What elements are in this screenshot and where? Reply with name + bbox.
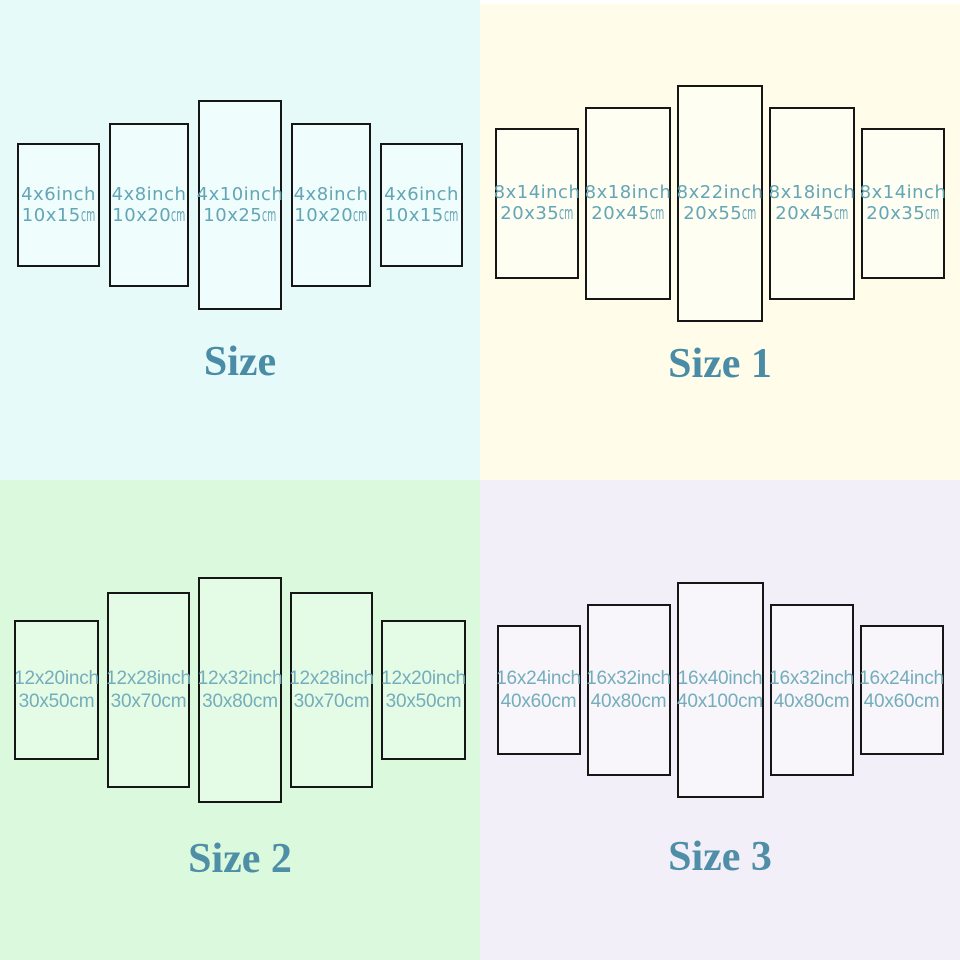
quadrant-size-1: 8x14inch 20x35cm 8x18inch 20x45cm 8x22in… xyxy=(480,0,960,480)
panel-size-inches: 12x20inch xyxy=(381,668,466,689)
panel-size-cm: 40x80cm xyxy=(590,691,667,712)
canvas-panel-2: 4x8inch 10x20cm xyxy=(109,123,189,287)
panel-size-cm: 40x60cm xyxy=(863,691,940,712)
panel-size-cm: 20x55cm xyxy=(683,203,757,224)
panel-row: 8x14inch 20x35cm 8x18inch 20x45cm 8x22in… xyxy=(480,0,960,406)
canvas-panel-3: 12x32inch 30x80cm xyxy=(197,577,283,803)
panel-size-inches: 12x28inch xyxy=(106,668,191,689)
panel-size-cm: 20x45cm xyxy=(591,203,665,224)
panel-size-inches: 4x6inch xyxy=(21,184,96,205)
canvas-panel-4: 12x28inch 30x70cm xyxy=(289,592,374,788)
quadrant-size-2: 12x20inch 30x50cm 12x28inch 30x70cm 12x3… xyxy=(0,480,480,960)
panel-size-inches: 8x22inch xyxy=(676,182,764,203)
panel-size-inches: 8x18inch xyxy=(584,182,672,203)
canvas-panel-5: 4x6inch 10x15cm xyxy=(380,143,463,267)
panel-size-cm: 40x60cm xyxy=(500,691,577,712)
quadrant-size-3: 16x24inch 40x60cm 16x32inch 40x80cm 16x4… xyxy=(480,480,960,960)
canvas-panel-5: 16x24inch 40x60cm xyxy=(859,625,944,755)
size-title: Size 2 xyxy=(188,836,292,882)
panel-size-inches: 8x18inch xyxy=(768,182,856,203)
panel-size-inches: 12x28inch xyxy=(289,668,374,689)
panel-size-cm: 10x15cm xyxy=(384,205,459,226)
size-title: Size xyxy=(203,339,277,385)
panel-size-inches: 4x10inch xyxy=(196,184,284,205)
panel-size-cm: 40x80cm xyxy=(773,691,850,712)
canvas-panel-1: 16x24inch 40x60cm xyxy=(496,625,581,755)
size-title: Size 3 xyxy=(668,834,772,880)
panel-size-inches: 12x32inch xyxy=(197,668,283,689)
quadrant-size: 4x6inch 10x15cm 4x8inch 10x20cm 4x10inch… xyxy=(0,0,480,480)
canvas-panel-3: 4x10inch 10x25cm xyxy=(196,100,284,310)
panel-size-cm: 20x45cm xyxy=(775,203,849,224)
canvas-panel-1: 12x20inch 30x50cm xyxy=(14,620,99,760)
canvas-panel-2: 12x28inch 30x70cm xyxy=(106,592,191,788)
panel-size-inches: 16x24inch xyxy=(859,668,944,689)
panel-size-cm: 30x50cm xyxy=(385,691,462,712)
panel-size-inches: 16x24inch xyxy=(496,668,581,689)
size-title: Size 1 xyxy=(668,341,772,387)
panel-size-inches: 8x14inch xyxy=(493,182,581,203)
panel-size-inches: 4x8inch xyxy=(111,184,187,205)
panel-size-inches: 16x32inch xyxy=(586,668,671,689)
canvas-panel-4: 4x8inch 10x20cm xyxy=(291,123,371,287)
panel-size-cm: 10x15cm xyxy=(21,205,96,226)
panel-size-cm: 20x35cm xyxy=(500,203,574,224)
panel-size-inches: 8x14inch xyxy=(859,182,947,203)
canvas-panel-2: 8x18inch 20x45cm xyxy=(584,106,672,300)
panel-size-inches: 12x20inch xyxy=(14,668,99,689)
canvas-panel-3: 16x40inch 40x100cm xyxy=(676,582,764,798)
panel-size-cm: 30x70cm xyxy=(293,691,370,712)
white-edge-strip xyxy=(480,0,960,4)
canvas-panel-3: 8x22inch 20x55cm xyxy=(676,84,764,322)
canvas-panel-1: 8x14inch 20x35cm xyxy=(493,127,581,279)
panel-size-inches: 16x32inch xyxy=(769,668,854,689)
canvas-panel-1: 4x6inch 10x15cm xyxy=(17,143,100,267)
panel-size-inches: 4x6inch xyxy=(384,184,459,205)
panel-size-cm: 30x80cm xyxy=(202,691,278,712)
panel-size-inches: 16x40inch xyxy=(677,668,763,689)
canvas-panel-5: 8x14inch 20x35cm xyxy=(859,127,947,279)
panel-row: 12x20inch 30x50cm 12x28inch 30x70cm 12x3… xyxy=(0,480,480,900)
panel-row: 4x6inch 10x15cm 4x8inch 10x20cm 4x10inch… xyxy=(0,0,480,410)
canvas-panel-2: 16x32inch 40x80cm xyxy=(586,604,671,776)
panel-size-cm: 10x20cm xyxy=(112,205,186,226)
panel-size-cm: 10x20cm xyxy=(294,205,368,226)
canvas-panel-4: 8x18inch 20x45cm xyxy=(768,106,856,300)
panel-size-cm: 40x100cm xyxy=(676,691,764,712)
panel-size-cm: 30x50cm xyxy=(18,691,95,712)
panel-size-inches: 4x8inch xyxy=(293,184,369,205)
panel-size-cm: 20x35cm xyxy=(866,203,940,224)
canvas-panel-4: 16x32inch 40x80cm xyxy=(769,604,854,776)
panel-row: 16x24inch 40x60cm 16x32inch 40x80cm 16x4… xyxy=(480,480,960,900)
panel-size-cm: 30x70cm xyxy=(110,691,187,712)
panel-size-cm: 10x25cm xyxy=(203,205,277,226)
canvas-panel-5: 12x20inch 30x50cm xyxy=(381,620,466,760)
